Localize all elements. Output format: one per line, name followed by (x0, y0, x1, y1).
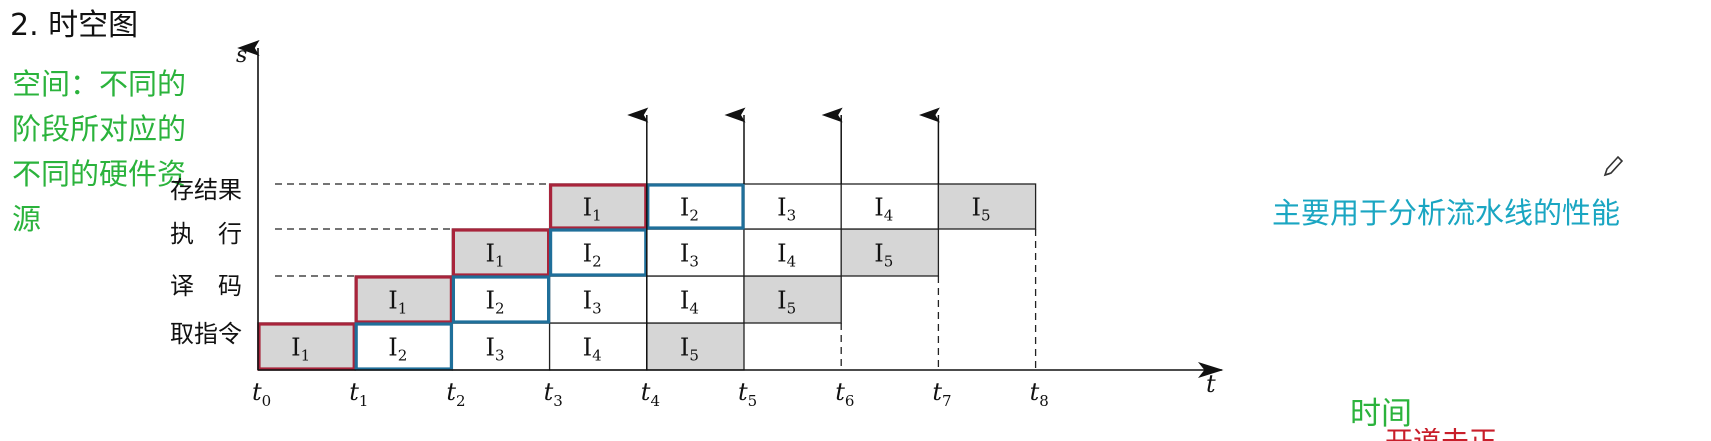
stage-label-writeback: 存结果 (170, 176, 242, 204)
axes (237, 40, 1224, 378)
cut-off-note-text: 开道未正 (1385, 428, 1515, 441)
pipeline-cell (548, 275, 648, 324)
stage-label-execute: 执 行 (170, 220, 242, 248)
pipeline-cell (646, 228, 745, 277)
time-tick-label: t8 (1030, 378, 1049, 410)
x-axis-label: t (1206, 370, 1216, 398)
time-tick-label: t0 (252, 378, 271, 410)
highlight-outline (354, 322, 454, 371)
time-tick-label: t5 (738, 378, 757, 410)
time-tick-label: t3 (544, 378, 563, 410)
pipeline-cell (646, 183, 745, 230)
page-title: 2. 时空图 (10, 8, 139, 43)
pipeline-cell (840, 228, 940, 277)
space-note: 空间：不同的阶段所对应的不同的硬件资源 (12, 67, 187, 236)
pipeline-cell (840, 183, 940, 230)
cut-off-note: 开道未正 (1385, 428, 1515, 441)
highlight-outline (548, 228, 648, 277)
highlight-outline (257, 322, 356, 371)
stage-label-fetch: 取指令 (170, 320, 242, 348)
pipeline-cell (937, 183, 1037, 230)
time-tick-label: t2 (446, 378, 465, 410)
pipeline-cell (743, 183, 842, 230)
pipeline-cell (743, 228, 842, 277)
highlight-outlines (257, 183, 745, 371)
highlight-outline (451, 275, 551, 324)
y-axis-label: s (236, 43, 247, 68)
highlight-outline (354, 275, 454, 324)
time-tick-label: t4 (641, 378, 660, 410)
highlight-outline (646, 183, 745, 230)
time-tick-label: t7 (932, 378, 951, 410)
performance-note: 主要用于分析流水线的性能 (1272, 196, 1621, 230)
time-axis-note: 时间 (1350, 396, 1412, 432)
highlight-outline (548, 183, 648, 230)
pipeline-cell (743, 275, 842, 324)
pencil-icon[interactable] (1602, 154, 1624, 178)
tick-labels: s t t0 t1 t2 t3 t4 t5 t6 t7 t8 (236, 43, 1216, 410)
stage-label-decode: 译 码 (170, 272, 242, 300)
highlight-outline (451, 228, 551, 277)
time-tick-label: t1 (349, 378, 368, 410)
time-tick-label: t6 (835, 378, 854, 410)
